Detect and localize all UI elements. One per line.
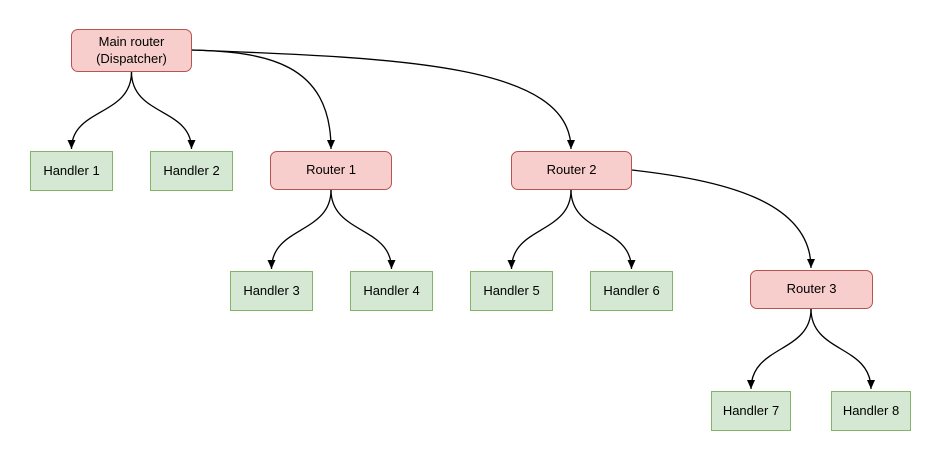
node-handler-8-label: Handler 8	[842, 402, 900, 418]
node-handler-5-label: Handler 5	[483, 282, 540, 298]
edge-main-router-to-handler-2	[130, 71, 196, 150]
edge-router-2-to-handler-6	[570, 189, 636, 270]
edge-main-router-to-router-2	[191, 49, 575, 150]
node-handler-1-label: Handler 1	[43, 162, 100, 178]
edge-router-1-to-handler-3	[267, 189, 332, 270]
edge-router-2-to-handler-5	[507, 189, 572, 270]
node-router-3[interactable]: Router 3	[750, 270, 873, 309]
node-handler-6[interactable]: Handler 6	[590, 271, 673, 311]
node-handler-2-label: Handler 2	[163, 162, 220, 178]
node-router-2[interactable]: Router 2	[511, 151, 632, 190]
node-main-router[interactable]: Main router (Dispatcher)	[71, 29, 192, 72]
node-handler-3[interactable]: Handler 3	[230, 271, 313, 311]
node-main-router-label: Main router (Dispatcher)	[96, 33, 167, 66]
node-router-1[interactable]: Router 1	[270, 151, 392, 190]
node-handler-8[interactable]: Handler 8	[831, 391, 911, 431]
edge-router-1-to-handler-4	[330, 189, 396, 270]
node-handler-6-label: Handler 6	[603, 282, 660, 298]
node-handler-5[interactable]: Handler 5	[470, 271, 553, 311]
node-handler-7[interactable]: Handler 7	[711, 391, 791, 431]
edge-router-3-to-handler-8	[810, 308, 875, 390]
edge-router-2-to-router-3	[631, 169, 815, 269]
edge-router-3-to-handler-7	[747, 308, 812, 390]
node-router-3-label: Router 3	[786, 281, 837, 297]
node-router-2-label: Router 2	[546, 162, 597, 178]
node-handler-4[interactable]: Handler 4	[350, 271, 433, 311]
node-handler-2[interactable]: Handler 2	[150, 151, 233, 191]
edge-main-router-to-handler-1	[67, 71, 133, 150]
node-handler-1[interactable]: Handler 1	[30, 151, 113, 191]
edge-main-router-to-router-1	[191, 49, 335, 150]
node-router-1-label: Router 1	[306, 162, 356, 178]
node-handler-3-label: Handler 3	[243, 282, 300, 298]
node-handler-7-label: Handler 7	[722, 402, 780, 418]
node-handler-4-label: Handler 4	[363, 282, 420, 298]
